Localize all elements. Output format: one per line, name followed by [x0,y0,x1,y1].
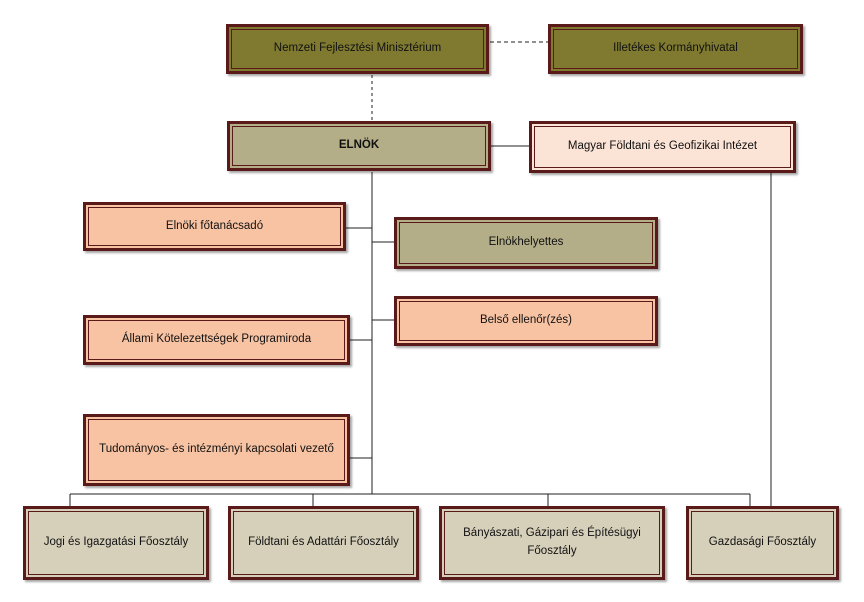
institute-label: Magyar Földtani és Geofizikai Intézet [567,140,758,153]
mining-dept-label: Bányászati, Gázipari és Építésügyi Főosz… [463,527,641,557]
legal-dept-box: Jogi és Igazgatási Főosztály [23,506,209,580]
economic-dept-label: Gazdasági Főosztály [708,536,817,549]
legal-dept-label: Jogi és Igazgatási Főosztály [43,536,189,549]
ministry-box: Nemzeti Fejlesztési Minisztérium [226,24,489,74]
ministry-label: Nemzeti Fejlesztési Minisztérium [273,42,442,55]
audit-label: Belső ellenőr(zés) [479,314,573,327]
programoffice-label: Állami Kötelezettségek Programiroda [121,333,312,346]
advisor-label: Elnöki főtanácsadó [165,219,264,232]
vicepresident-label: Elnökhelyettes [488,236,564,249]
president-box: ELNÖK [227,121,491,171]
geology-dept-label: Földtani és Adattári Főosztály [248,536,399,549]
president-label: ELNÖK [338,139,380,152]
vicepresident-box: Elnökhelyettes [394,217,658,269]
audit-box: Belső ellenőr(zés) [394,296,658,346]
institute-box: Magyar Földtani és Geofizikai Intézet [529,121,796,173]
govoffice-label: Illetékes Kormányhivatal [613,42,738,55]
programoffice-box: Állami Kötelezettségek Programiroda [83,315,350,365]
advisor-box: Elnöki főtanácsadó [83,202,346,251]
geology-dept-box: Földtani és Adattári Főosztály [228,506,419,580]
mining-dept-box: Bányászati, Gázipari és Építésügyi Főosz… [439,506,665,580]
relations-label: Tudományos- és intézményi kapcsolati vez… [99,443,334,456]
relations-box: Tudományos- és intézményi kapcsolati vez… [83,414,350,486]
govoffice-box: Illetékes Kormányhivatal [548,24,803,74]
economic-dept-box: Gazdasági Főosztály [686,506,839,580]
